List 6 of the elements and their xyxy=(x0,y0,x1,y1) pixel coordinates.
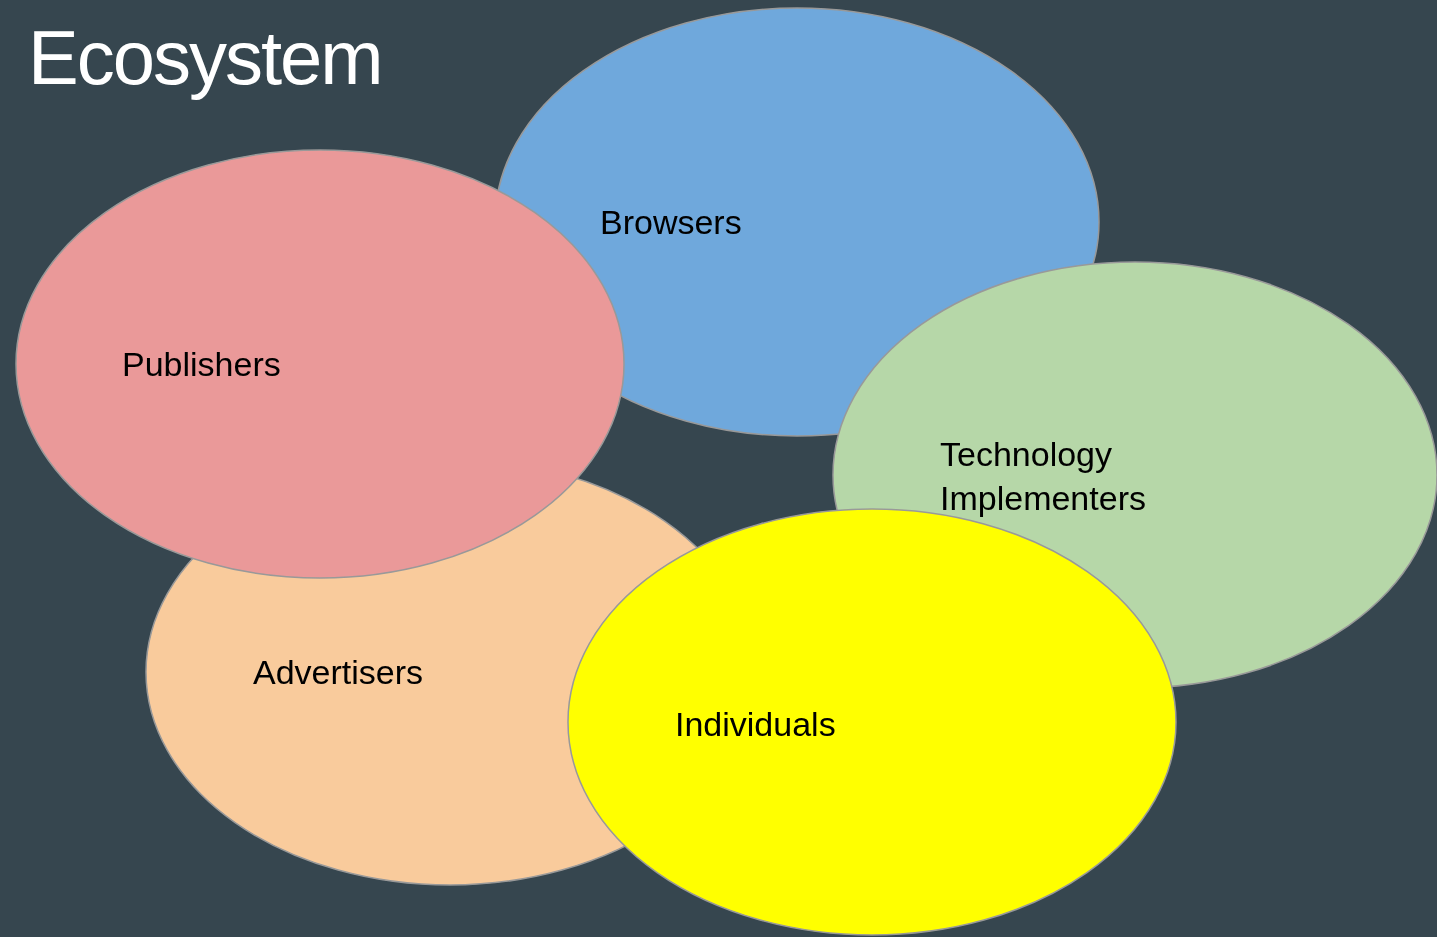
ellipse-label: Publishers xyxy=(122,344,282,385)
ellipse-label: Individuals xyxy=(675,704,837,745)
title: Ecosystem xyxy=(28,14,382,101)
ellipse-label: Advertisers xyxy=(253,652,425,693)
ellipse-label: Technology Implementers xyxy=(940,434,1147,519)
ellipse-label: Browsers xyxy=(600,202,743,243)
